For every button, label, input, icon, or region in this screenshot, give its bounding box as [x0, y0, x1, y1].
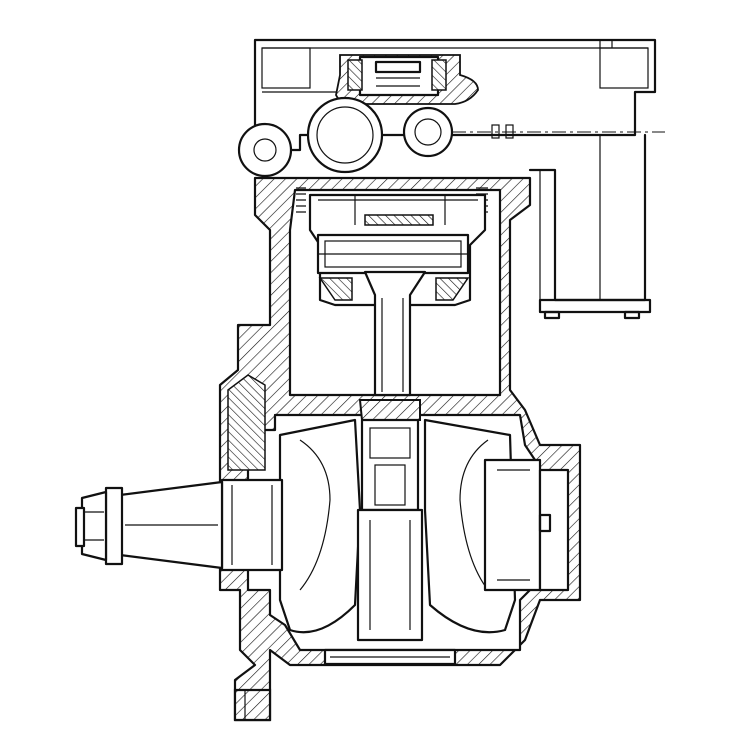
connecting-rod: [358, 270, 427, 512]
mounting-foot: [233, 688, 272, 722]
front-main-bearing: [220, 374, 284, 572]
head-ports: [237, 96, 665, 178]
drive-shaft: [74, 480, 224, 570]
valve-assembly: [335, 54, 479, 105]
rear-bearing-cover: [483, 458, 570, 592]
right-bracket: [528, 133, 652, 320]
piston: [308, 193, 487, 307]
